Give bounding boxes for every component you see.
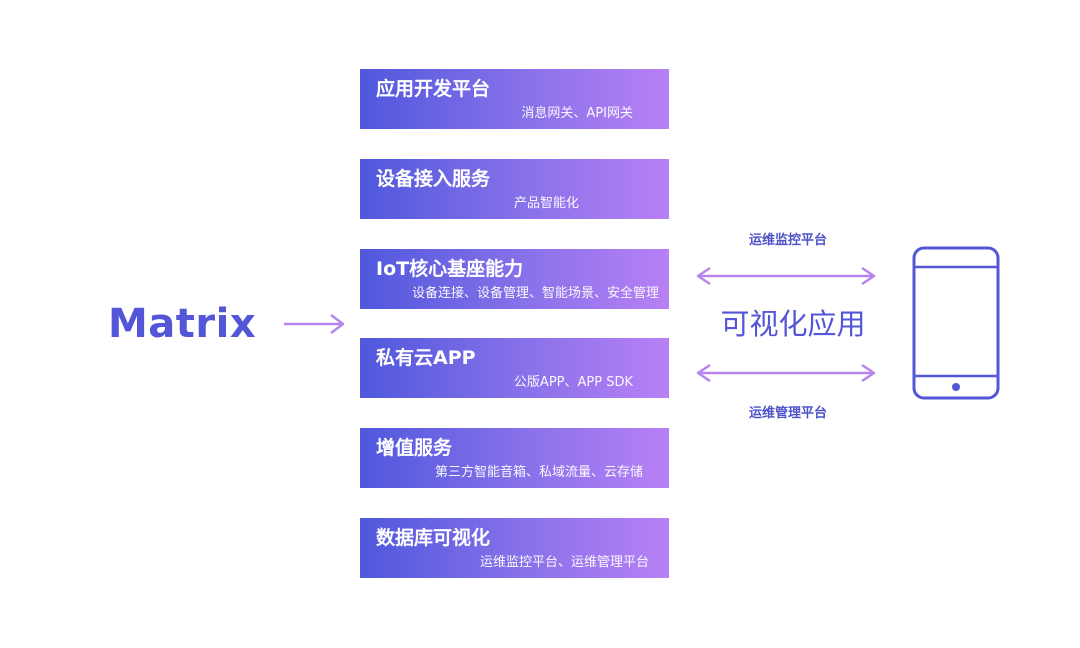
matrix-label: Matrix: [108, 301, 257, 347]
card-subtitle: 消息网关、API网关: [521, 106, 633, 121]
double-arrow-icon: [696, 363, 876, 383]
card-title: 应用开发平台: [376, 78, 491, 100]
smartphone-icon: [912, 246, 1000, 400]
card-database-visualization: 数据库可视化 运维监控平台、运维管理平台: [360, 518, 669, 578]
card-subtitle: 运维监控平台、运维管理平台: [479, 555, 649, 570]
card-private-cloud-app: 私有云APP 公版APP、APP SDK: [360, 338, 669, 398]
card-subtitle: 公版APP、APP SDK: [513, 375, 633, 390]
card-subtitle: 设备连接、设备管理、智能场景、安全管理: [411, 286, 659, 301]
card-app-dev-platform: 应用开发平台 消息网关、API网关: [360, 69, 669, 129]
card-subtitle: 第三方智能音箱、私域流量、云存储: [434, 465, 643, 480]
double-arrow-icon: [696, 266, 876, 286]
card-title: IoT核心基座能力: [376, 258, 524, 280]
right-arrow-icon: [284, 314, 345, 334]
card-subtitle: 产品智能化: [513, 196, 579, 211]
card-device-access-service: 设备接入服务 产品智能化: [360, 159, 669, 219]
card-title: 私有云APP: [376, 347, 476, 369]
card-iot-core-foundation: IoT核心基座能力 设备连接、设备管理、智能场景、安全管理: [360, 249, 669, 309]
ops-management-label: 运维管理平台: [748, 406, 827, 421]
visualization-app-label: 可视化应用: [720, 307, 866, 341]
ops-monitoring-label: 运维监控平台: [748, 233, 827, 248]
card-title: 设备接入服务: [376, 168, 491, 190]
card-title: 增值服务: [376, 437, 453, 459]
card-value-added-services: 增值服务 第三方智能音箱、私域流量、云存储: [360, 428, 669, 488]
card-title: 数据库可视化: [376, 527, 491, 549]
